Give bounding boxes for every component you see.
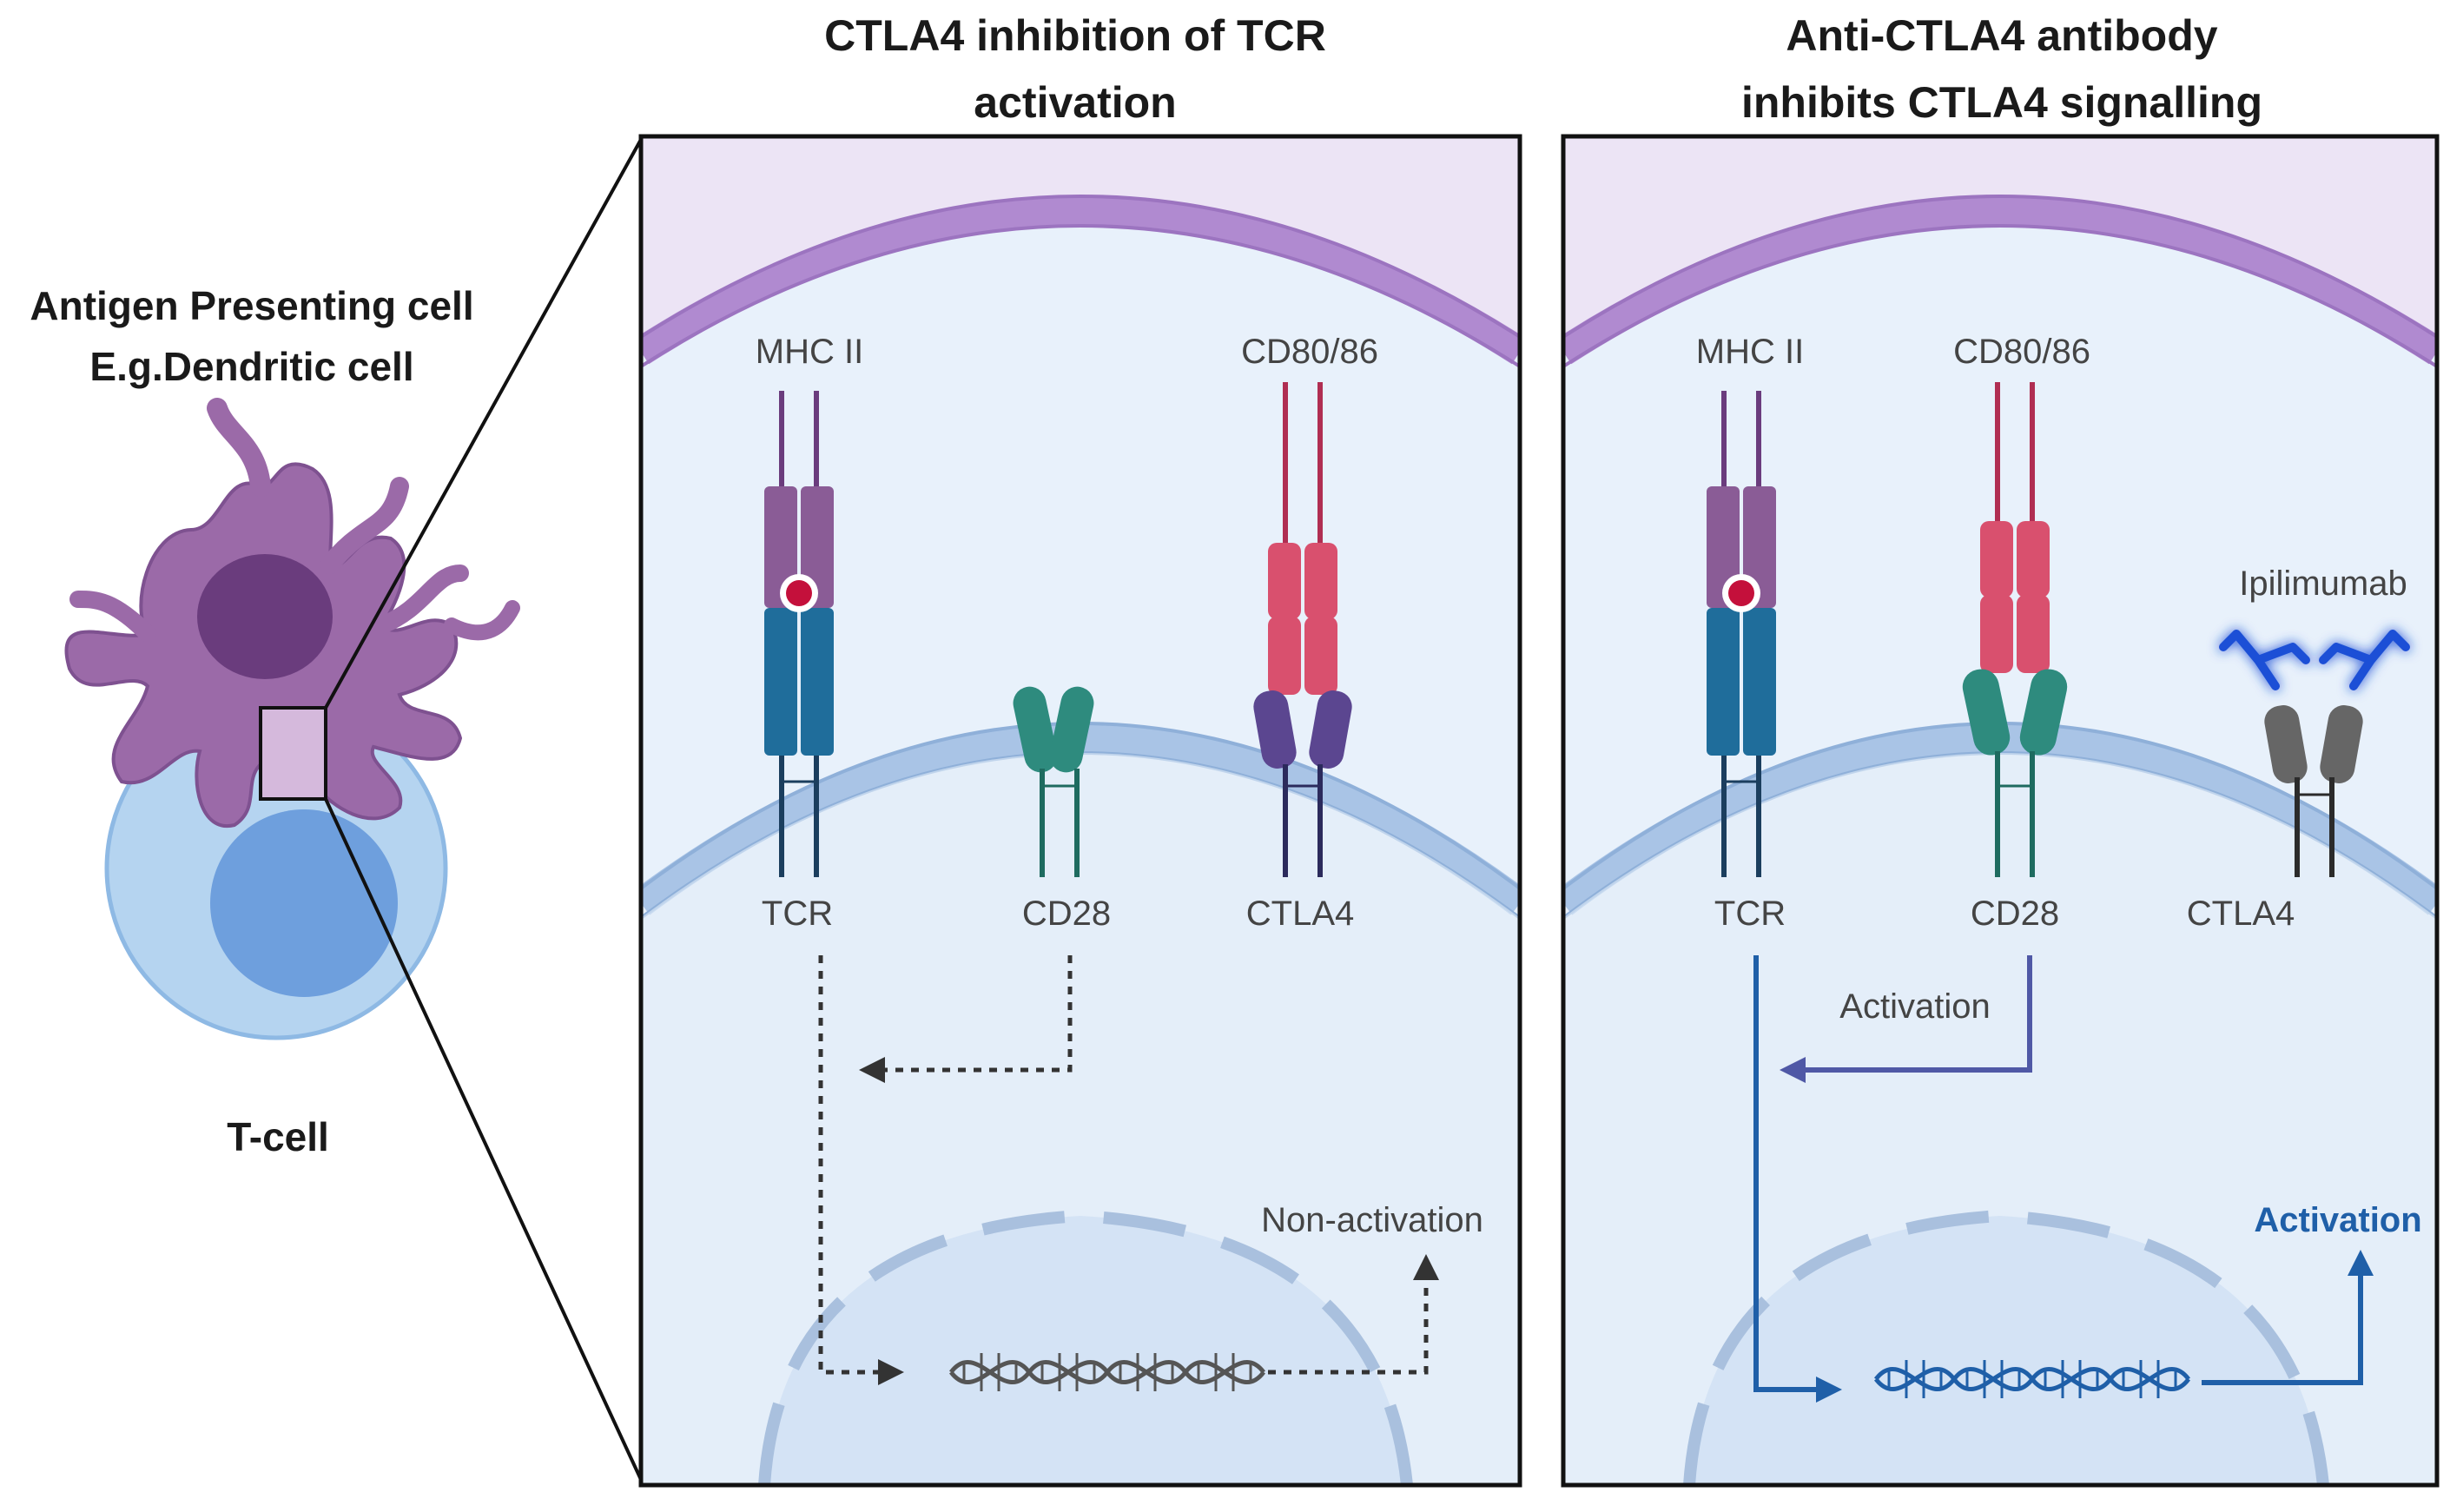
panel1-cd80-label: CD80/86 [1241,333,1378,371]
panel1-frame [638,134,1522,1488]
panel1-ctla4-label: CTLA4 [1246,895,1355,933]
panel1-outcome-label: Non-activation [1261,1201,1483,1239]
apc-label-line2: E.g.Dendritic cell [89,344,413,389]
nucleus [1683,1209,2329,1485]
cd28-receptor [1013,686,1094,877]
apc-label-line1: Antigen Presenting cell [30,283,473,328]
mhc-tcr-complex [764,391,834,877]
panel2-outcome-label: Activation [2254,1201,2421,1239]
panel2-cd28-label: CD28 [1971,895,2059,933]
ctla4-blocked [2264,705,2363,877]
panel2-title-line1: Anti-CTLA4 antibody [1786,11,2217,60]
panel2-activation-label: Activation [1839,987,1990,1026]
tcell-label: T-cell [227,1114,329,1159]
panel2 [1563,136,2437,1485]
cd80-ctla4-complex [1253,382,1352,877]
panel2-ctla4-label: CTLA4 [2187,895,2295,933]
panel2-cd80-label: CD80/86 [1953,333,2090,371]
cd80-cd28-complex [1962,382,2068,877]
panel1-mhc-label: MHC II [756,333,863,371]
panel2-mhc-label: MHC II [1696,333,1804,371]
panel1-title-line2: activation [974,78,1176,127]
panel2-title-line2: inhibits CTLA4 signalling [1741,78,2262,127]
dendritic-cell [64,398,520,829]
panel2-frame [1561,134,2440,1488]
ipilimumab-antibody-icon [2219,630,2410,690]
panel2-signal-arrows [1753,955,2374,1403]
nucleus [758,1209,1413,1485]
mhc-tcr-complex [1707,391,1776,877]
zoom-lines [324,135,644,1484]
panel2-drug-label: Ipilimumab [2239,565,2407,603]
panel1-cd28-label: CD28 [1022,895,1111,933]
panel2-tcr-label: TCR [1714,895,1786,933]
panel1-tcr-label: TCR [762,895,833,933]
panel1-signal-arrows [818,955,1439,1385]
panel1-title-line1: CTLA4 inhibition of TCR [824,11,1326,60]
